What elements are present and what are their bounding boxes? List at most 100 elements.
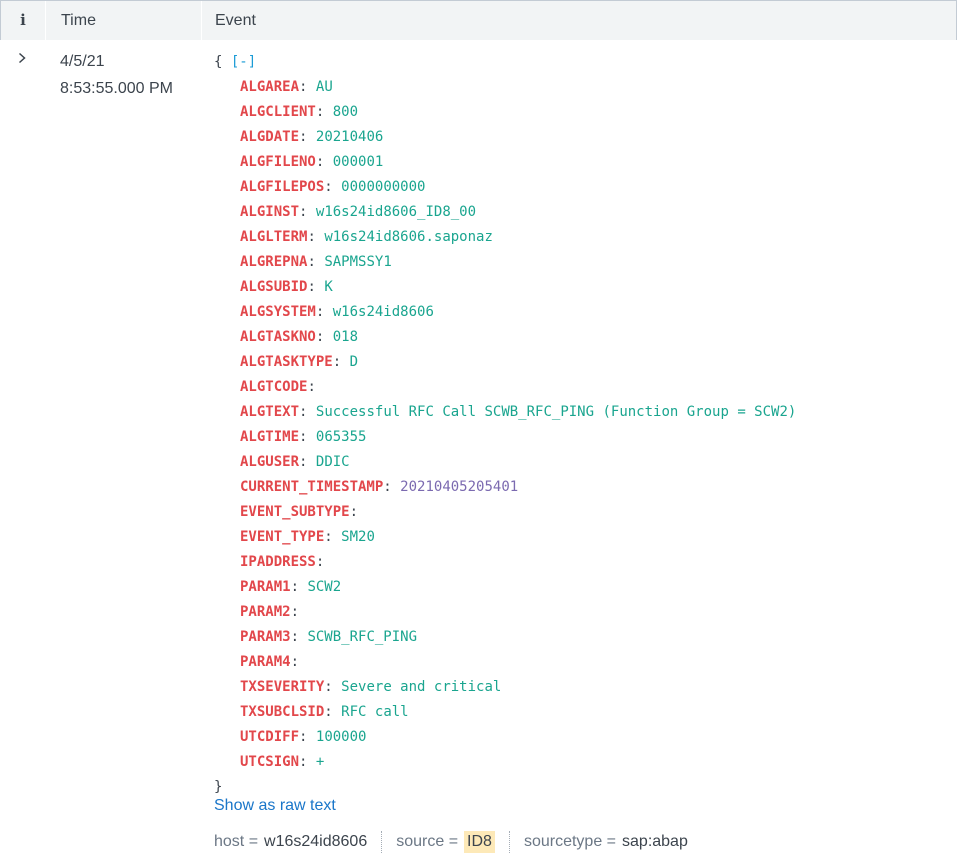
json-value[interactable]: 20210406 <box>315 129 384 145</box>
json-key[interactable]: ALGSYSTEM <box>240 304 316 320</box>
json-value[interactable]: + <box>315 754 325 770</box>
source-field[interactable]: source = ID8 <box>396 831 495 853</box>
json-field-algrepna: ALGREPNA: SAPMSSY1 <box>214 250 796 275</box>
json-key[interactable]: IPADDRESS <box>240 554 316 570</box>
json-field-param3: PARAM3: SCWB_RFC_PING <box>214 625 796 650</box>
json-field-param1: PARAM1: SCW2 <box>214 575 796 600</box>
json-value[interactable]: w16s24id8606 <box>332 304 434 320</box>
json-key[interactable]: EVENT_SUBTYPE <box>240 504 350 520</box>
event-date: 4/5/21 <box>60 53 105 70</box>
json-colon: : <box>299 204 308 220</box>
json-colon: : <box>290 654 300 670</box>
json-value[interactable]: SCWB_RFC_PING <box>307 629 418 645</box>
json-field-algtext: ALGTEXT: Successful RFC Call SCWB_RFC_PI… <box>214 400 796 425</box>
json-key[interactable]: ALGFILENO <box>240 154 316 170</box>
json-key[interactable]: UTCDIFF <box>240 729 300 745</box>
json-colon: : <box>349 504 359 520</box>
json-value[interactable]: AU <box>315 79 333 95</box>
json-key[interactable]: ALGAREA <box>240 79 300 95</box>
json-value[interactable]: Successful RFC Call SCWB_RFC_PING (Funct… <box>315 404 797 420</box>
json-value[interactable]: 0000000000 <box>341 179 426 195</box>
json-key[interactable]: ALGTIME <box>240 429 300 445</box>
json-value[interactable]: SM20 <box>341 529 375 545</box>
json-value[interactable]: RFC call <box>341 704 409 720</box>
json-key[interactable]: ALGLTERM <box>240 229 308 245</box>
json-field-event-type: EVENT_TYPE: SM20 <box>214 525 796 550</box>
json-key[interactable]: ALGDATE <box>240 129 300 145</box>
info-column-header[interactable]: i <box>20 11 26 29</box>
json-colon: : <box>299 429 308 445</box>
time-column-header[interactable]: Time <box>61 12 96 29</box>
json-key[interactable]: EVENT_TYPE <box>240 529 325 545</box>
json-key[interactable]: ALGTCODE <box>240 379 308 395</box>
json-key[interactable]: PARAM1 <box>240 579 291 595</box>
event-column-header[interactable]: Event <box>215 12 256 29</box>
json-key[interactable]: ALGTEXT <box>240 404 300 420</box>
json-value[interactable]: 018 <box>332 329 359 345</box>
json-colon: : <box>290 604 300 620</box>
event-time-of-day: 8:53:55.000 PM <box>60 80 173 97</box>
json-value[interactable]: DDIC <box>315 454 350 470</box>
json-value[interactable]: 20210405205401 <box>400 479 519 495</box>
json-field-txsubclsid: TXSUBCLSID: RFC call <box>214 700 796 725</box>
json-value[interactable]: SAPMSSY1 <box>324 254 392 270</box>
json-colon: : <box>307 229 316 245</box>
json-key[interactable]: ALGTASKNO <box>240 329 316 345</box>
json-colon: : <box>324 529 333 545</box>
json-value[interactable]: D <box>349 354 359 370</box>
json-colon: : <box>315 554 325 570</box>
chevron-right-icon[interactable] <box>12 50 32 70</box>
json-value[interactable]: 065355 <box>315 429 367 445</box>
json-colon: : <box>307 254 316 270</box>
json-open-brace: { <box>214 54 223 70</box>
json-key[interactable]: ALGSUBID <box>240 279 308 295</box>
json-key[interactable]: ALGCLIENT <box>240 104 316 120</box>
json-field-ipaddress: IPADDRESS: <box>214 550 796 575</box>
json-value[interactable]: Severe and critical <box>341 679 502 695</box>
show-raw-text-link[interactable]: Show as raw text <box>214 797 336 814</box>
json-value[interactable]: K <box>324 279 333 295</box>
json-field-alginst: ALGINST: w16s24id8606_ID8_00 <box>214 200 796 225</box>
json-key[interactable]: ALGREPNA <box>240 254 308 270</box>
json-value[interactable]: w16s24id8606_ID8_00 <box>315 204 477 220</box>
json-key[interactable]: ALGTASKTYPE <box>240 354 333 370</box>
json-key[interactable]: ALGUSER <box>240 454 300 470</box>
json-field-algsystem: ALGSYSTEM: w16s24id8606 <box>214 300 796 325</box>
json-value[interactable]: 000001 <box>332 154 384 170</box>
json-key[interactable]: TXSUBCLSID <box>240 704 325 720</box>
field-value[interactable]: w16s24id8606 <box>264 833 368 850</box>
json-key[interactable]: ALGFILEPOS <box>240 179 325 195</box>
json-key[interactable]: PARAM4 <box>240 654 291 670</box>
json-colon: : <box>324 704 333 720</box>
json-field-txseverity: TXSEVERITY: Severe and critical <box>214 675 796 700</box>
json-key[interactable]: PARAM2 <box>240 604 291 620</box>
json-collapse-toggle[interactable]: [-] <box>230 54 257 70</box>
column-divider <box>201 1 202 40</box>
sourcetype-field[interactable]: sourcetype = sap:abap <box>524 833 688 851</box>
host-field[interactable]: host = w16s24id8606 <box>214 833 367 851</box>
json-field-param4: PARAM4: <box>214 650 796 675</box>
field-value[interactable]: sap:abap <box>622 833 688 850</box>
json-colon: : <box>299 129 308 145</box>
json-value[interactable]: SCW2 <box>307 579 342 595</box>
json-colon: : <box>383 479 392 495</box>
json-key[interactable]: CURRENT_TIMESTAMP <box>240 479 384 495</box>
json-field-param2: PARAM2: <box>214 600 796 625</box>
json-colon: : <box>315 329 325 345</box>
json-field-algtaskno: ALGTASKNO: 018 <box>214 325 796 350</box>
json-key[interactable]: UTCSIGN <box>240 754 300 770</box>
json-value[interactable]: w16s24id8606.saponaz <box>324 229 493 245</box>
json-field-alglterm: ALGLTERM: w16s24id8606.saponaz <box>214 225 796 250</box>
field-value[interactable]: ID8 <box>464 831 495 853</box>
json-value[interactable]: 100000 <box>315 729 367 745</box>
json-key[interactable]: TXSEVERITY <box>240 679 325 695</box>
event-time: 4/5/21 8:53:55.000 PM <box>60 48 173 102</box>
json-key[interactable]: PARAM3 <box>240 629 291 645</box>
json-field-algarea: ALGAREA: AU <box>214 75 796 100</box>
json-key[interactable]: ALGINST <box>240 204 300 220</box>
json-value[interactable]: 800 <box>332 104 359 120</box>
field-name: host = <box>214 833 259 850</box>
